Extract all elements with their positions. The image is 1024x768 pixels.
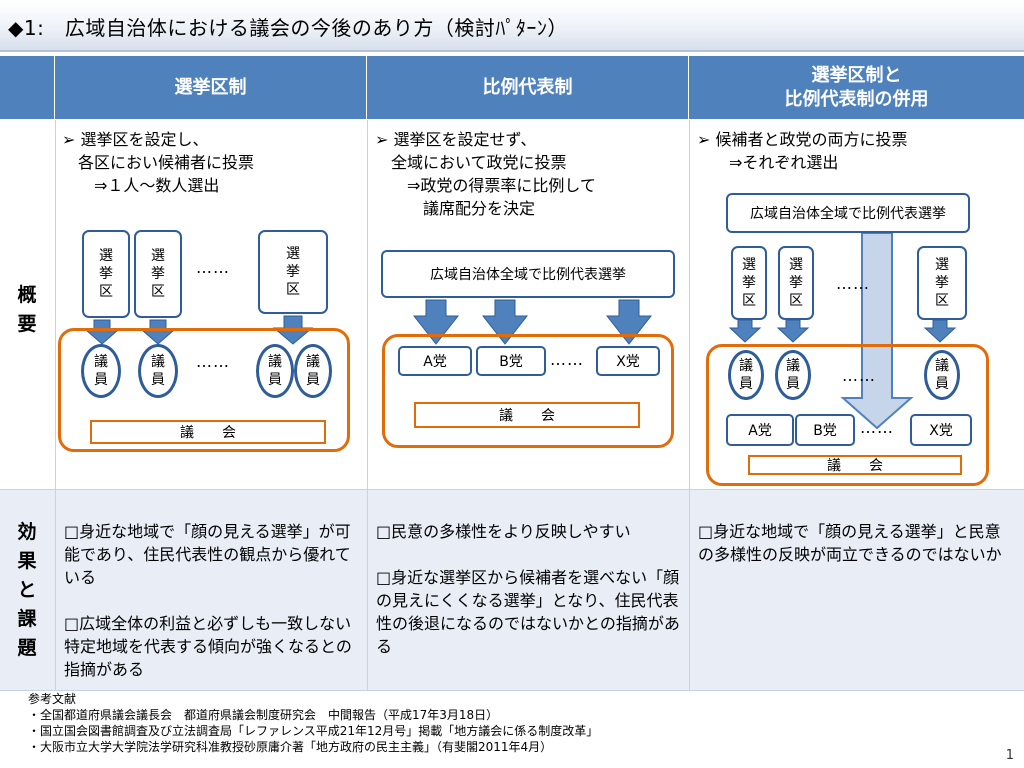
ellipsis: …… — [860, 418, 894, 437]
council-box: 議 会 — [748, 455, 962, 475]
effects-row — [0, 489, 1024, 691]
row-label-overview: 概 要 — [17, 284, 37, 335]
member-circle: 議 員 — [256, 344, 294, 398]
row-label-effects: 効 果 と 課 題 — [17, 520, 37, 659]
council-frame — [382, 334, 674, 448]
party-box-x: X党 — [910, 414, 972, 446]
ellipsis: …… — [196, 258, 230, 277]
ellipsis: …… — [836, 274, 870, 293]
header-col-district: 選挙区制 — [55, 56, 367, 119]
references: 参考文献 ・全国都道府県議会議長会 都道府県議会制度研究会 中間報告（平成17年… — [28, 692, 599, 754]
member-circle: 議 員 — [728, 350, 764, 400]
party-box-x: X党 — [596, 346, 660, 376]
member-circle: 議 員 — [775, 350, 811, 400]
district-box: 選 挙 区 — [82, 230, 130, 318]
prefecture-wide-election-box: 広域自治体全域で比例代表選挙 — [381, 250, 675, 298]
desc-district: ➢ 選挙区を設定し、 各区におい候補者に投票 ⇒１人～数人選出 — [62, 130, 255, 195]
header-col-proportional: 比例代表制 — [367, 56, 689, 119]
member-circle: 議 員 — [138, 344, 178, 398]
header-col-mixed-line2: 比例代表制の併用 — [784, 88, 929, 110]
ellipsis: …… — [196, 352, 230, 371]
arrow-icon — [481, 299, 529, 345]
page-number: 1 — [1005, 748, 1014, 763]
arrow-icon — [923, 319, 957, 343]
council-frame — [58, 328, 350, 452]
member-circle: 議 員 — [294, 344, 332, 398]
desc-mixed: ➢ 候補者と政党の両方に投票 ⇒それぞれ選出 — [697, 130, 908, 172]
header-corner — [0, 56, 55, 119]
title-bar: ◆1: 広域自治体における議会の今後のあり方（検討ﾊﾟﾀｰﾝ） — [0, 0, 1024, 52]
member-circle: 議 員 — [924, 350, 960, 400]
district-box: 選 挙 区 — [778, 246, 814, 320]
effects-district: □身近な地域で「顔の見える選挙」が可能であり、住民代表性の観点から優れている □… — [64, 522, 352, 679]
arrow-icon — [605, 299, 653, 345]
effects-proportional: □民意の多様性をより反映しやすい □身近な選挙区から候補者を選べない「顔の見えに… — [376, 522, 680, 656]
council-frame — [706, 344, 989, 486]
party-box-b: B党 — [795, 414, 855, 446]
effects-mixed: □身近な地域で「顔の見える選挙」と民意の多様性の反映が両立できるのではないか — [698, 522, 1002, 564]
desc-proportional: ➢ 選挙区を設定せず、 全域において政党に投票 ⇒政党の得票率に比例して 議席配… — [375, 130, 596, 218]
ellipsis: …… — [550, 350, 584, 369]
big-arrow-icon — [840, 232, 914, 430]
prefecture-wide-election-box: 広域自治体全域で比例代表選挙 — [726, 193, 970, 233]
district-box: 選 挙 区 — [917, 246, 967, 320]
district-box: 選 挙 区 — [731, 246, 767, 320]
member-circle: 議 員 — [81, 344, 121, 398]
header-col-mixed: 選挙区制と 比例代表制の併用 — [689, 56, 1024, 119]
district-box: 選 挙 区 — [258, 230, 328, 314]
district-box: 選 挙 区 — [134, 230, 182, 318]
party-box-a: A党 — [726, 414, 794, 446]
council-box: 議 会 — [90, 420, 326, 444]
arrow-icon — [412, 299, 460, 345]
arrow-icon — [728, 319, 762, 343]
ellipsis: …… — [842, 366, 876, 385]
council-box: 議 会 — [414, 402, 640, 428]
arrow-icon — [776, 319, 810, 343]
header-col-mixed-line1: 選挙区制と — [811, 64, 902, 86]
party-box-a: A党 — [398, 346, 472, 376]
party-box-b: B党 — [476, 346, 546, 376]
slide-title: ◆1: 広域自治体における議会の今後のあり方（検討ﾊﾟﾀｰﾝ） — [8, 16, 568, 40]
